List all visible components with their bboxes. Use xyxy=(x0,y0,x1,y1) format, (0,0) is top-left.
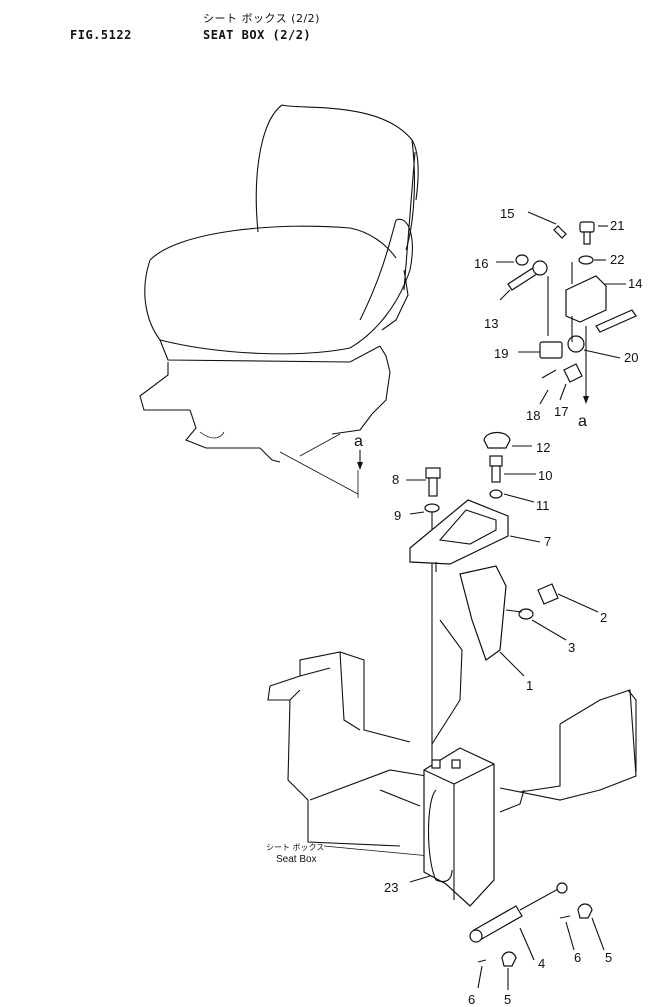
figure-number: FIG.5122 xyxy=(70,28,132,42)
callout-7: 7 xyxy=(544,534,551,549)
console-parts xyxy=(406,431,599,760)
seat-drawing xyxy=(139,104,419,498)
callout-17: 17 xyxy=(554,404,568,419)
callout-4: 4 xyxy=(538,956,545,971)
callout-14: 14 xyxy=(628,276,642,291)
arrow-icon xyxy=(357,462,363,470)
callout-21: 21 xyxy=(610,218,624,233)
callout-2: 2 xyxy=(600,610,607,625)
callout-5a: 5 xyxy=(605,950,612,965)
callout-1: 1 xyxy=(526,678,533,693)
callout-11: 11 xyxy=(536,498,550,513)
callout-labels: 1 2 3 4 5 5 6 6 7 8 9 10 11 12 13 14 15 … xyxy=(384,206,642,1007)
callout-3: 3 xyxy=(568,640,575,655)
callout-12: 12 xyxy=(536,440,550,455)
callout-22: 22 xyxy=(610,252,624,267)
linkage-parts xyxy=(496,211,637,405)
view-marker-seat: a xyxy=(354,433,363,450)
callout-8: 8 xyxy=(392,472,399,487)
callout-23: 23 xyxy=(384,880,398,895)
seat-box-label-jp: シート ボックス xyxy=(266,843,324,852)
callout-20: 20 xyxy=(624,350,638,365)
seat-box-label-en: Seat Box xyxy=(276,854,317,865)
callout-16: 16 xyxy=(474,256,488,271)
callout-19: 19 xyxy=(494,346,508,361)
callout-5b: 5 xyxy=(504,992,511,1007)
view-marker-parts: a xyxy=(578,413,587,430)
callout-15: 15 xyxy=(500,206,514,221)
callout-6b: 6 xyxy=(468,992,475,1007)
callout-9: 9 xyxy=(394,508,401,523)
callout-6a: 6 xyxy=(574,950,581,965)
seat-box-drawing xyxy=(267,619,637,990)
title-english: SEAT BOX (2/2) xyxy=(203,28,312,42)
callout-13: 13 xyxy=(484,316,498,331)
callout-18: 18 xyxy=(526,408,540,423)
title-japanese: シート ボックス (2/2) xyxy=(203,12,320,25)
callout-10: 10 xyxy=(538,468,552,483)
